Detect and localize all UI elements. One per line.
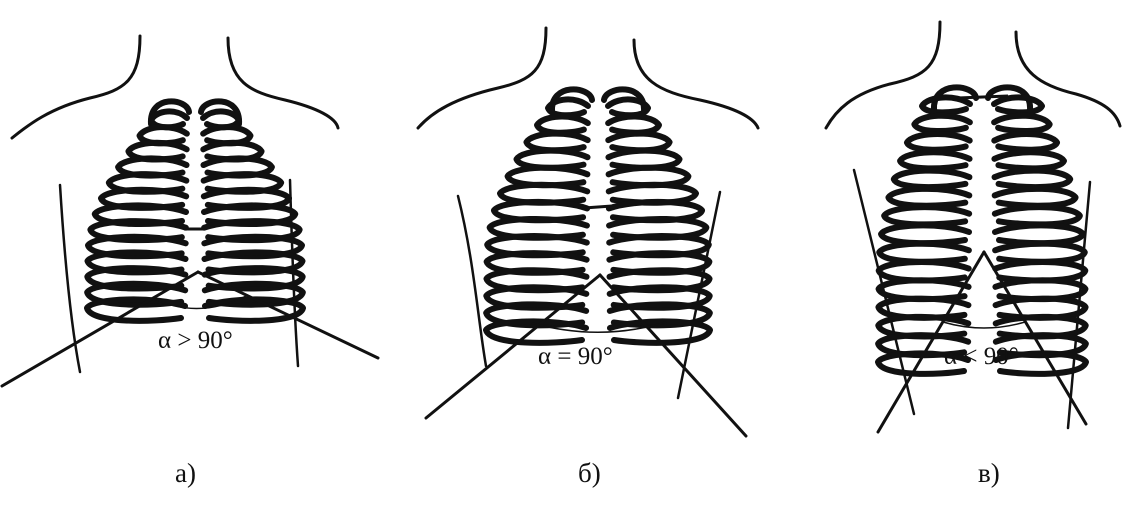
body-outline-right <box>226 36 340 130</box>
rib <box>919 94 973 116</box>
rib <box>903 130 973 153</box>
panel-a: α > 90° а) <box>0 34 380 488</box>
body-outline-left <box>416 26 548 130</box>
side-line-right <box>676 190 722 400</box>
rib <box>483 301 590 329</box>
body-outline-left <box>10 34 142 140</box>
rib <box>483 318 589 346</box>
panel-label: а) <box>175 458 196 488</box>
rib <box>911 112 973 135</box>
rib <box>201 233 305 260</box>
costal-line-left <box>0 270 200 388</box>
rib <box>890 167 973 191</box>
rib <box>875 350 971 377</box>
rib <box>84 249 189 276</box>
costal-line-left <box>424 273 602 420</box>
costal-line-right <box>982 250 1088 426</box>
sternum-line <box>583 204 613 210</box>
rib <box>201 280 306 308</box>
lung-apex-left <box>931 84 979 113</box>
angle-arc <box>151 295 247 310</box>
costal-line-right <box>196 270 380 360</box>
side-line-left <box>58 183 82 374</box>
sternum-line <box>957 94 1009 100</box>
panel-label: в) <box>978 458 1000 488</box>
rib <box>991 149 1067 172</box>
angle-label: α = 90° <box>538 343 613 370</box>
body-outline-right <box>1014 30 1122 128</box>
panel-label: б) <box>578 458 601 488</box>
angle-label: α > 90° <box>158 327 233 354</box>
rib <box>991 94 1045 116</box>
rib-cage <box>483 86 713 346</box>
rib <box>885 185 973 209</box>
rib <box>85 233 189 260</box>
side-line-right <box>288 178 300 368</box>
rib <box>991 167 1074 191</box>
rib <box>534 113 591 136</box>
rib <box>897 149 973 172</box>
rib <box>993 350 1089 377</box>
lung-apex-right <box>985 84 1033 113</box>
rib <box>201 265 306 292</box>
body-outline-left <box>824 20 942 130</box>
angle-arc <box>531 321 667 333</box>
rib-cage <box>84 98 306 324</box>
rib <box>84 265 189 292</box>
angle-arc <box>942 321 1026 329</box>
side-line-left <box>456 194 488 368</box>
rib <box>881 204 973 228</box>
body-outline-right <box>632 38 760 130</box>
rib <box>991 185 1079 209</box>
costal-line-right <box>598 273 748 438</box>
rib <box>605 113 662 136</box>
rib <box>991 130 1061 153</box>
rib <box>992 222 1086 247</box>
rib <box>991 204 1083 228</box>
costal-line-left <box>876 250 986 434</box>
rib <box>878 222 972 247</box>
rib <box>991 112 1053 135</box>
rib <box>201 249 306 276</box>
panel-b: α = 90° б) <box>416 26 760 488</box>
angle-label: α < 90° <box>944 343 1019 370</box>
panel-c: α < 90° в) <box>824 20 1122 488</box>
rib <box>84 280 189 308</box>
rib-cage <box>875 84 1089 377</box>
